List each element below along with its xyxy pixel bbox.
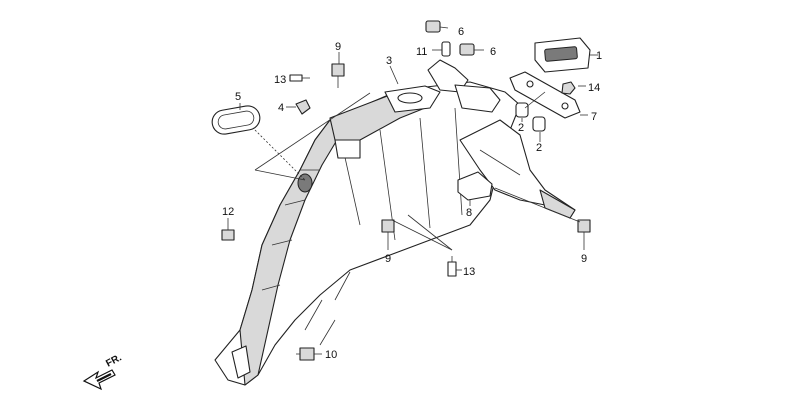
callout-5: 5: [235, 91, 241, 103]
front-direction-label: FR.: [104, 352, 124, 369]
part-10-bolt: [296, 347, 315, 361]
callout-14: 14: [588, 82, 600, 94]
part-13-screw-bottom: [447, 256, 457, 277]
callout-13-bottom: 13: [463, 266, 475, 278]
callout-9-middle: 9: [385, 253, 391, 265]
part-8-bracket: [457, 171, 493, 201]
callout-4: 4: [278, 102, 284, 114]
callout-8: 8: [466, 207, 472, 219]
callout-11: 11: [416, 46, 427, 58]
callout-1: 1: [596, 50, 602, 62]
part-12-nut: [221, 229, 235, 241]
callout-3: 3: [386, 55, 392, 67]
leader-lines: [227, 26, 598, 355]
callout-2-left: 2: [518, 122, 524, 134]
callout-9-top: 9: [335, 41, 341, 53]
part-9-bolt-top: [331, 63, 345, 88]
callout-10: 10: [325, 349, 337, 361]
fender-storage-box: [329, 85, 441, 159]
part-4-clip: [295, 99, 311, 115]
part-14-nut: [561, 81, 576, 95]
part-2-grommet-a: [515, 102, 529, 118]
callout-6-top: 6: [458, 26, 464, 38]
callout-2-right: 2: [536, 142, 542, 154]
callout-13-top: 13: [274, 74, 286, 86]
front-direction-indicator: FR.: [82, 352, 124, 391]
rear-fender: [214, 81, 521, 386]
part-1-reflector: [534, 37, 591, 73]
part-13-screw-top: [289, 74, 310, 82]
fender-rear-extension: [459, 119, 576, 219]
part-9-bolt-right: [577, 219, 591, 240]
upper-bracket: [427, 59, 501, 113]
part-7-license-bracket: [509, 71, 581, 119]
callout-7: 7: [591, 111, 597, 123]
part-5-grommet-ring: [211, 105, 261, 135]
callout-12: 12: [222, 206, 234, 218]
part-2-grommet-b: [532, 116, 546, 132]
callout-6-lower: 6: [490, 46, 496, 58]
part-6-clip-a: [425, 20, 441, 33]
part-9-bolt-middle: [381, 219, 395, 240]
part-11-collar: [441, 41, 451, 57]
part-6-clip-b: [459, 43, 475, 56]
callout-9-right: 9: [581, 253, 587, 265]
